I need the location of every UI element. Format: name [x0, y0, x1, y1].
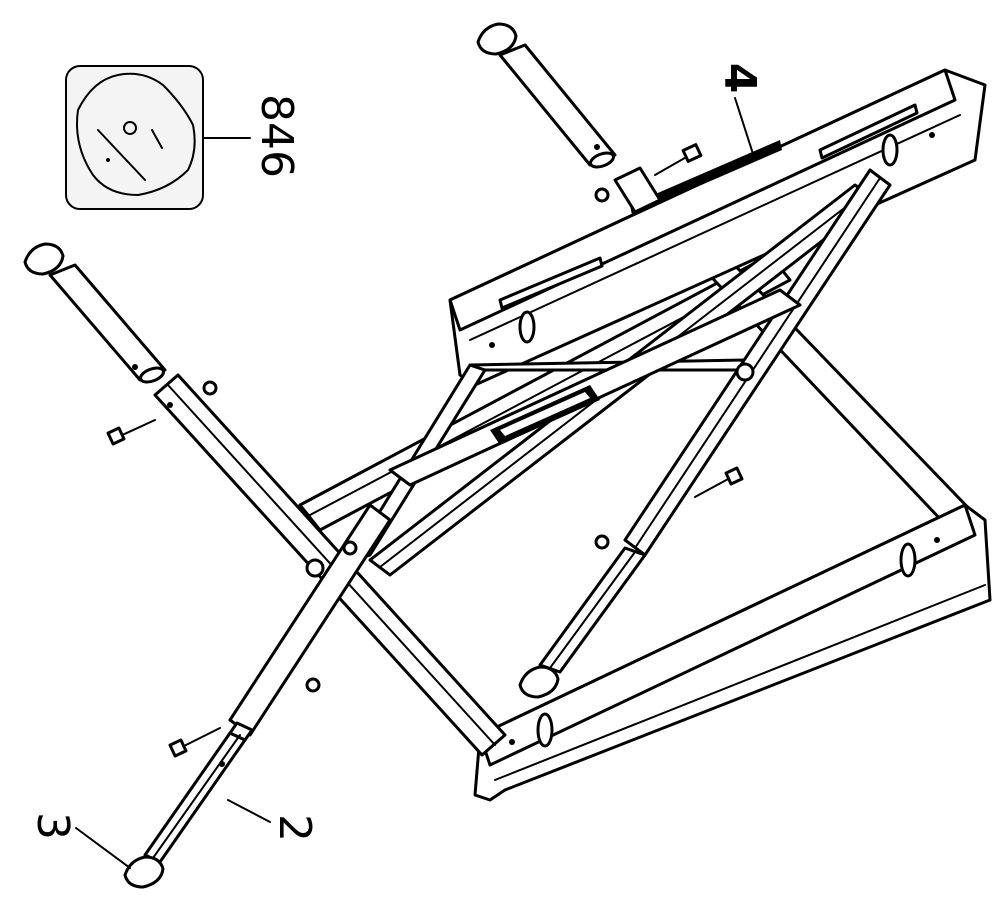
callout-label-4: 4 [714, 63, 765, 94]
leg-top-socket [613, 166, 662, 214]
foot-cap-lower-left [123, 855, 165, 889]
foot-cap-inner [518, 665, 560, 699]
carriage-bolt-left [106, 419, 156, 446]
leader-4 [734, 97, 756, 161]
center-brace [388, 288, 802, 487]
hardware-bag-illustration [65, 65, 204, 210]
pivot-bolt-left [305, 558, 325, 578]
nut-left [202, 380, 218, 396]
foot-cap-top [476, 22, 518, 56]
carriage-bolt-lower [168, 727, 221, 758]
callout-label-3: 3 [27, 812, 78, 840]
leg-extension-top [498, 43, 617, 169]
nut-top [594, 187, 610, 203]
nut-mid [594, 534, 610, 550]
pivot-washer-left [342, 540, 358, 556]
leg-extension-upper-left [48, 263, 167, 384]
pivot-bolt-right [735, 362, 755, 382]
frame-rail-top [448, 68, 987, 387]
leg-extension-inner [538, 546, 647, 674]
foot-cap-upper-left [23, 242, 65, 276]
nut-lower [305, 677, 321, 693]
cross-leg-c [623, 168, 892, 557]
leader-2 [227, 799, 271, 823]
leader-3 [75, 827, 131, 869]
carriage-bolt-mid [694, 466, 744, 498]
leg-extension-lower-left [143, 721, 254, 864]
frame-rail-bottom [473, 503, 992, 802]
callout-label-846: 846 [251, 94, 302, 178]
carriage-bolt-top [654, 143, 703, 176]
callout-label-2: 2 [269, 814, 320, 842]
